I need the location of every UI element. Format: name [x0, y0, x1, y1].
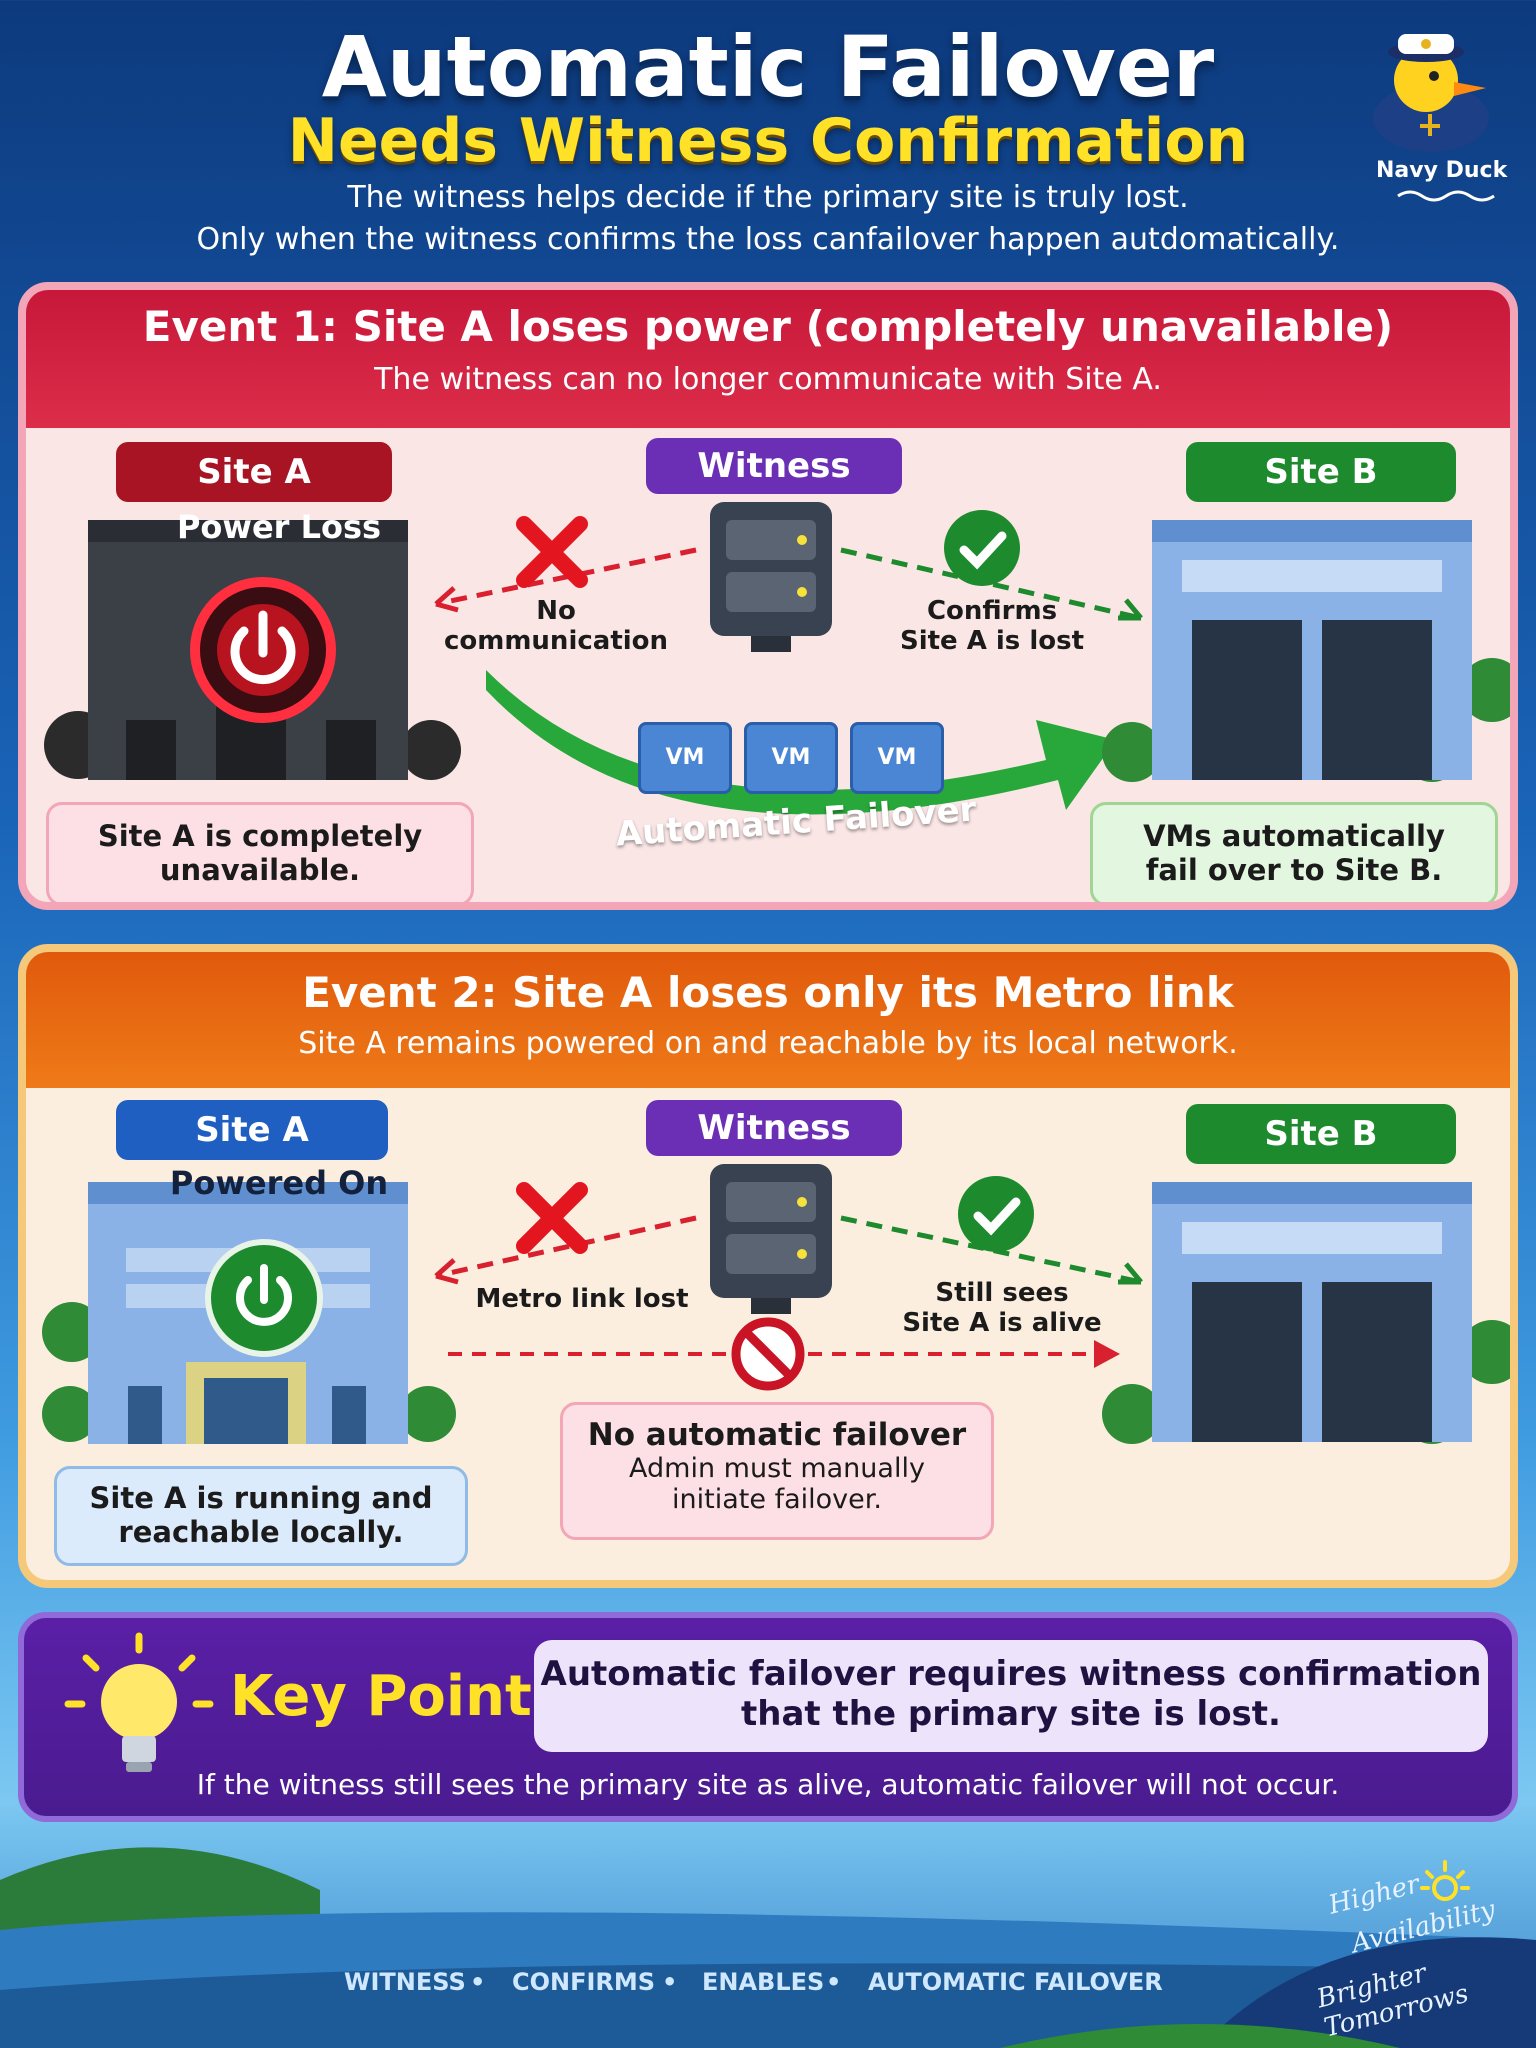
wave-icon — [1397, 190, 1495, 202]
power-on-icon — [205, 1239, 323, 1357]
event-1-subtitle: The witness can no longer communicate wi… — [374, 362, 1162, 397]
site-b-building-icon — [1102, 1182, 1510, 1444]
site-b-tag: Site B — [1186, 1104, 1456, 1164]
right-link-line-1: Confirms — [926, 596, 1058, 626]
event-2-header — [26, 952, 1510, 1088]
key-point-statement-box: Automatic failover requires witness conf… — [534, 1640, 1488, 1752]
event-2-panel: Event 2: Site A loses only its Metro lin… — [18, 944, 1518, 1588]
landscape-scene — [0, 1847, 1536, 2048]
site-a-box-line-1: Site A is running and — [89, 1481, 433, 1515]
site-a-box-line-2: reachable locally. — [118, 1515, 404, 1549]
vm-chip: VM — [850, 722, 944, 794]
site-a-status: Powered On — [169, 1164, 389, 1202]
navy-duck-mascot-icon — [1373, 34, 1489, 152]
footer-word-witness: WITNESS — [344, 1968, 466, 1996]
key-point-panel: Key Point Automatic failover requires wi… — [18, 1612, 1518, 1822]
no-automatic-failover-box: No automatic failover Admin must manuall… — [560, 1402, 994, 1540]
confirms-label: Confirms Site A is lost — [872, 596, 1112, 656]
witness-tag: Witness — [646, 1100, 902, 1156]
right-link-line-2: Site A is alive — [902, 1308, 1102, 1338]
vms-failover-box: VMs automatically fail over to Site B. — [1090, 802, 1498, 902]
witness-server-icon — [710, 502, 832, 652]
event-1-header — [26, 290, 1510, 428]
footer-separator: • — [662, 1968, 678, 1996]
center-box-line-2: initiate failover. — [672, 1484, 882, 1515]
witness-tag: Witness — [646, 438, 902, 494]
vm-group: VM VM VM — [638, 722, 948, 794]
site-b-box-line-2: fail over to Site B. — [1145, 853, 1443, 887]
check-mark-icon — [944, 510, 1020, 586]
x-mark-icon — [516, 1182, 588, 1254]
site-b-tag: Site B — [1186, 442, 1456, 502]
footer-word-automatic-failover: AUTOMATIC FAILOVER — [868, 1968, 1163, 1996]
site-a-running-box: Site A is running and reachable locally. — [54, 1466, 468, 1566]
mascot-label: Navy Duck — [1376, 158, 1508, 183]
metro-link-lost-label: Metro link lost — [475, 1284, 689, 1314]
no-communication-label: No communication — [426, 596, 686, 656]
right-link-line-1: Still sees — [935, 1278, 1069, 1308]
event-2-title: Event 2: Site A loses only its Metro lin… — [302, 968, 1234, 1017]
vm-chip: VM — [638, 722, 732, 794]
key-point-title: Key Point — [230, 1664, 532, 1729]
sun-icon — [1420, 1860, 1470, 1901]
event-1-panel: Event 1: Site A loses power (completely … — [18, 282, 1518, 910]
site-a-unavailable-box: Site A is completely unavailable. — [46, 802, 474, 902]
statement-line-2: that the primary site is lost. — [741, 1694, 1281, 1734]
event-2-links — [434, 1215, 1143, 1285]
left-link-line-1: No — [536, 596, 576, 626]
left-link-line-2: communication — [443, 626, 669, 656]
center-box-line-1: Admin must manually — [629, 1453, 925, 1484]
site-a-status: Power Loss — [176, 508, 382, 546]
site-b-box-line-1: VMs automatically — [1143, 819, 1445, 853]
site-a-box-line-2: unavailable. — [159, 853, 361, 887]
footer-separator: • — [470, 1968, 486, 1996]
page-title: Automatic Failover — [321, 18, 1215, 116]
site-b-building-icon — [1102, 520, 1510, 782]
event-1-title: Event 1: Site A loses power (completely … — [142, 302, 1394, 351]
x-mark-icon — [516, 516, 588, 588]
intro-line-2: Only when the witness confirms the loss … — [196, 222, 1340, 257]
witness-server-icon — [710, 1164, 832, 1314]
power-off-icon — [190, 577, 336, 723]
vm-chip: VM — [744, 722, 838, 794]
footer-word-confirms: CONFIRMS — [512, 1968, 656, 1996]
prohibited-icon — [731, 1317, 805, 1391]
footer-separator: • — [826, 1968, 842, 1996]
check-mark-icon — [958, 1176, 1034, 1252]
event-2-subtitle: Site A remains powered on and reachable … — [298, 1026, 1238, 1061]
right-link-line-2: Site A is lost — [899, 626, 1085, 656]
still-sees-label: Still sees Site A is alive — [882, 1278, 1122, 1338]
lightbulb-icon — [64, 1632, 214, 1772]
page-subtitle: Needs Witness Confirmation — [287, 106, 1249, 176]
center-box-title: No automatic failover — [587, 1417, 967, 1453]
site-a-tag: Site A — [116, 442, 392, 502]
site-a-box-line-1: Site A is completely — [97, 819, 423, 853]
intro-line-1: The witness helps decide if the primary … — [347, 180, 1189, 215]
site-a-tag: Site A — [116, 1100, 388, 1160]
footer-word-enables: ENABLES — [702, 1968, 825, 1996]
key-point-note: If the witness still sees the primary si… — [196, 1768, 1340, 1801]
statement-line-1: Automatic failover requires witness conf… — [540, 1654, 1482, 1694]
